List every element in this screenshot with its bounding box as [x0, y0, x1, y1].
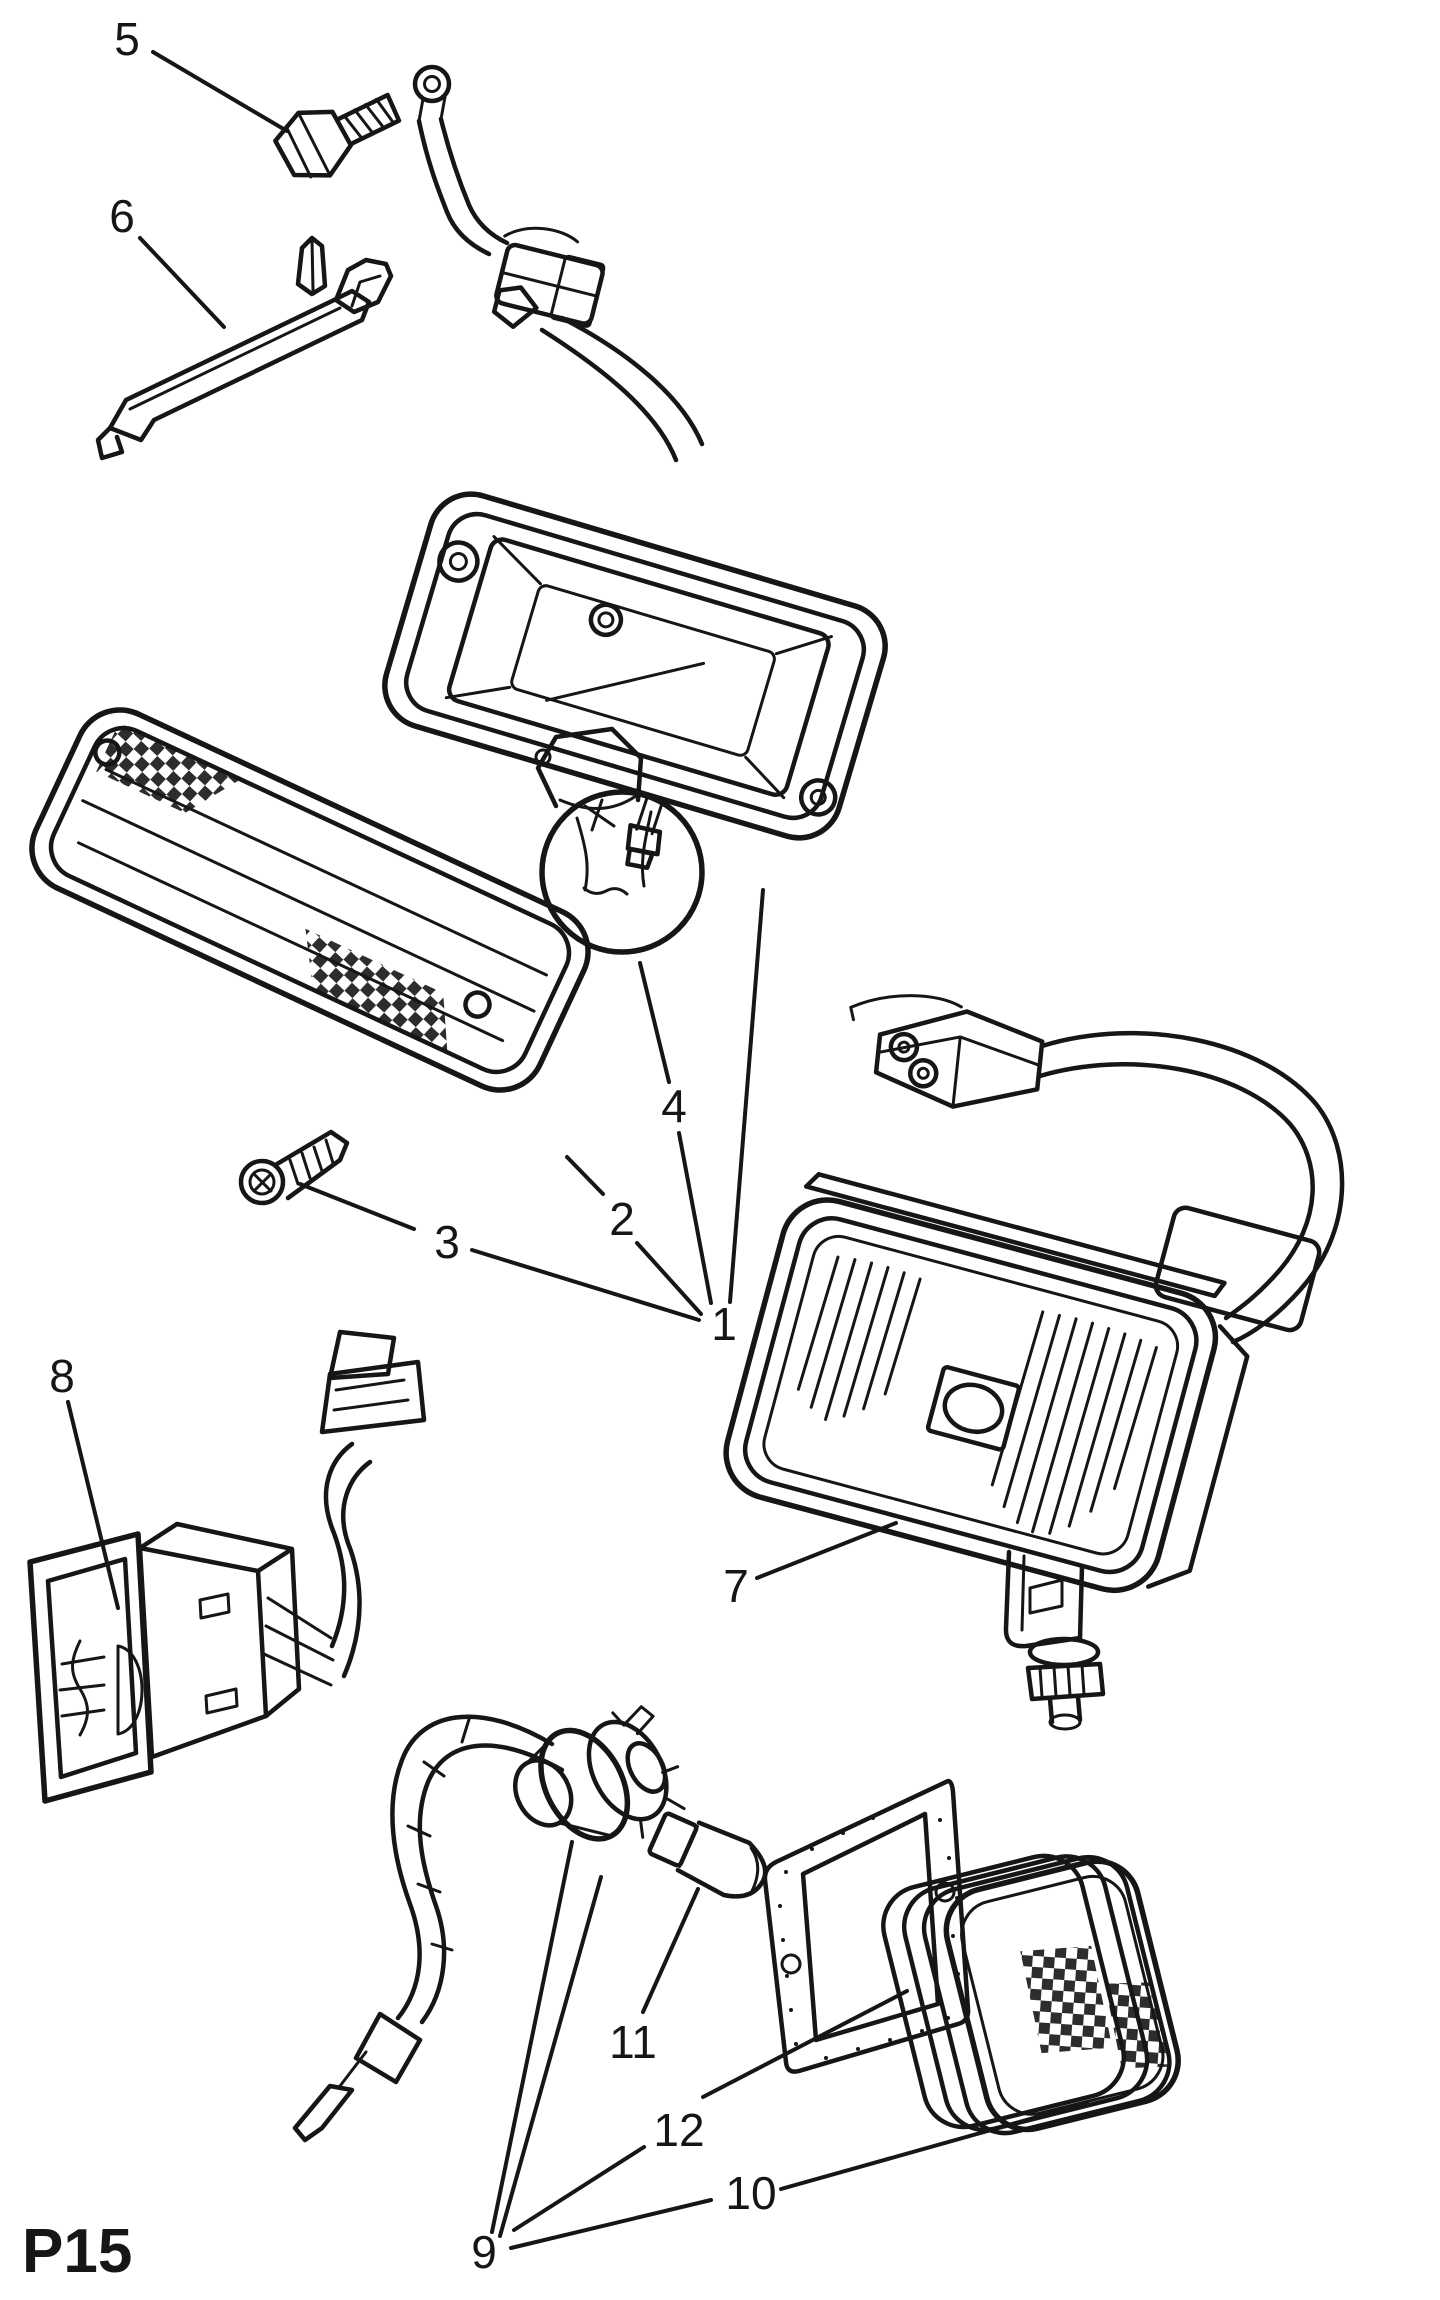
fog-lamp-connector: [849, 994, 1045, 1109]
callout-3: 3: [434, 1216, 460, 1268]
switch-illustration: [27, 1329, 427, 1804]
callout-4: 4: [661, 1080, 687, 1132]
callout-labels: 5 6 4 2 3 1 7 8 11 12 10 9: [49, 13, 776, 2278]
lamp-housing-illustration: [382, 491, 888, 871]
callout-1: 1: [711, 1298, 737, 1350]
callout-11: 11: [609, 2016, 657, 2068]
gasket-illustration: [762, 1778, 971, 2074]
bracket-illustration: [95, 235, 394, 461]
callout-5: 5: [114, 13, 140, 65]
callout-8: 8: [49, 1350, 75, 1402]
screw-illustration: [238, 1129, 350, 1206]
wedge-bulb-illustration: [647, 1811, 768, 1899]
housing-wire-and-connector-illustration: [412, 64, 705, 463]
signal-lens-illustration: [29, 707, 591, 1093]
square-lens-illustration: [881, 1853, 1181, 2136]
leader-lines: [66, 50, 1089, 2250]
bulb-illustration: [534, 726, 705, 955]
bulb-holder-illustration: [292, 1705, 686, 2143]
hex-bolt-illustration: [273, 92, 402, 179]
callout-10: 10: [725, 2167, 776, 2219]
callout-12: 12: [653, 2104, 704, 2156]
callout-9: 9: [471, 2226, 497, 2278]
page-code: P15: [22, 2217, 132, 2286]
callout-6: 6: [109, 190, 135, 242]
callout-2: 2: [609, 1193, 635, 1245]
fog-lamp-illustration: [723, 994, 1345, 1731]
callout-7: 7: [723, 1560, 749, 1612]
